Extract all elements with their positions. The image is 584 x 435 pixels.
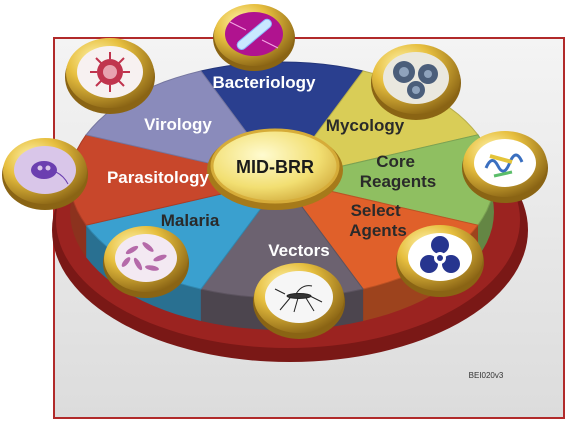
segment-label-core-reagents: Core Reagents [360,152,437,191]
center-hub-face [210,128,340,204]
protozoan-icon [31,161,69,185]
segment-label-core-reagents-text: Core [376,152,415,171]
segment-label-vectors: Vectors [268,241,329,260]
segment-label-core-reagents-text-line2: Reagents [360,172,437,191]
protein-structure-icon [484,153,524,178]
segment-label-bacteriology: Bacteriology [213,73,317,92]
center-hub[interactable]: MID-BRR [207,128,343,210]
medallion-mycology[interactable] [371,44,461,120]
virus-icon [90,52,130,92]
segment-label-select-agents-text-line2: Agents [349,221,407,240]
segment-label-select-agents-text: Select [351,201,401,220]
figure-code-label: BEI020v3 [469,371,504,380]
medallion-malaria[interactable] [103,226,189,298]
segment-label-virology: Virology [144,115,212,134]
segment-label-mycology: Mycology [326,116,405,135]
medallion-virology[interactable] [65,38,155,114]
center-label: MID-BRR [236,157,314,177]
rod-bacterium-icon [229,18,279,50]
segment-label-malaria: Malaria [161,211,220,230]
malaria-parasite-icon [121,242,167,271]
medallion-parasitology[interactable] [2,138,88,210]
segment-label-select-agents: Select Agents [349,201,407,240]
mosquito-icon [274,285,323,313]
biohazard-icon [420,236,460,273]
medallion-bacteriology[interactable] [213,4,295,71]
medallion-vectors[interactable] [253,263,345,339]
medallion-core-reagents[interactable] [462,131,548,203]
fungal-colony-icon [393,61,438,99]
medallion-select-agents[interactable] [396,225,484,297]
segment-label-parasitology: Parasitology [107,168,210,187]
